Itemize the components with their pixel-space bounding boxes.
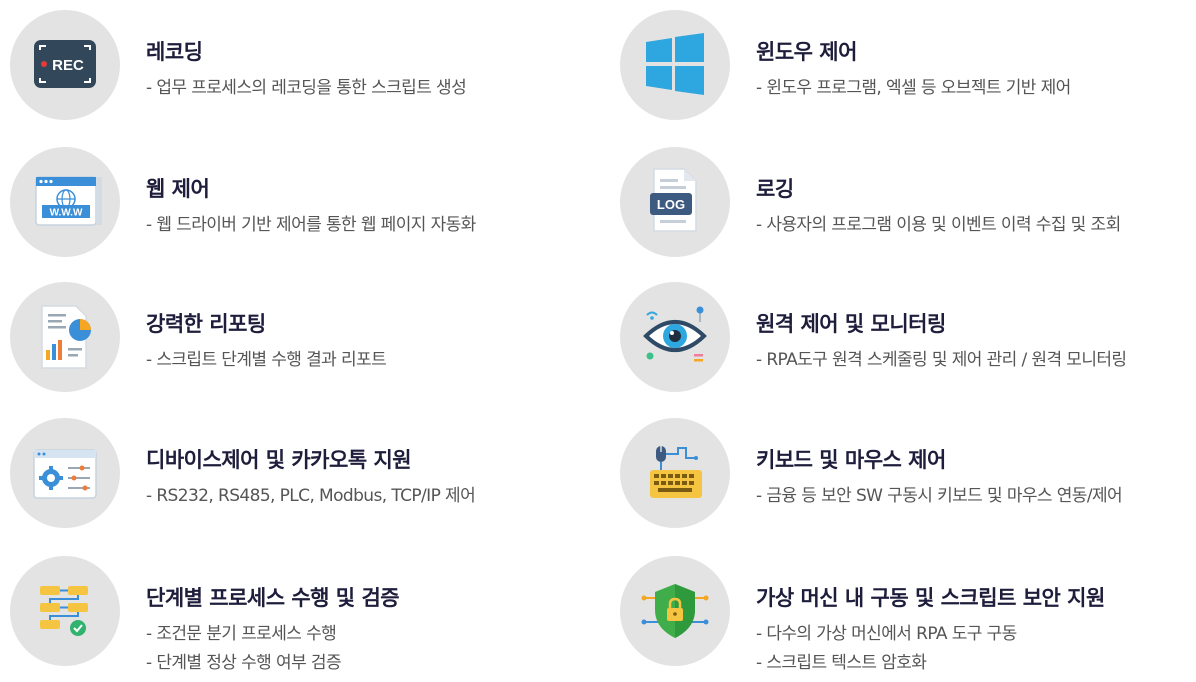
feature-desc: - RS232, RS485, PLC, Modbus, TCP/IP 제어	[146, 482, 476, 511]
device-settings-icon	[10, 418, 120, 528]
feature-title: 키보드 및 마우스 제어	[756, 448, 946, 472]
feature-desc: - 사용자의 프로그램 이용 및 이벤트 이력 수집 및 조회	[756, 211, 1121, 240]
web-icon-text: W.W.W	[50, 208, 83, 219]
feature-desc: - 조건문 분기 프로세스 수행 - 단계별 정상 수행 여부 검증	[146, 620, 342, 678]
rec-icon-text: REC	[52, 57, 84, 74]
feature-logging: LOG 로깅 - 사용자의 프로그램 이용 및 이벤트 이력 수집 및 조회	[620, 147, 1180, 267]
feature-title: 가상 머신 내 구동 및 스크립트 보안 지원	[756, 586, 1105, 610]
feature-title: 로깅	[756, 177, 794, 201]
keyboard-mouse-icon	[620, 418, 730, 528]
feature-web-control: W.W.W 웹 제어 - 웹 드라이버 기반 제어를 통한 웹 페이지 자동화	[10, 147, 570, 267]
feature-desc: - 웹 드라이버 기반 제어를 통한 웹 페이지 자동화	[146, 211, 476, 240]
feature-desc-line: - 스크립트 텍스트 암호화	[756, 653, 927, 673]
rec-icon: REC	[10, 10, 120, 120]
windows-icon	[620, 10, 730, 120]
feature-desc-line: - 웹 드라이버 기반 제어를 통한 웹 페이지 자동화	[146, 215, 476, 235]
eye-monitor-icon	[620, 282, 730, 392]
feature-desc-line: - 스크립트 단계별 수행 결과 리포트	[146, 350, 387, 370]
feature-desc: - 윈도우 프로그램, 엑셀 등 오브젝트 기반 제어	[756, 74, 1071, 103]
feature-desc-line: - 조건문 분기 프로세스 수행	[146, 624, 337, 644]
feature-desc-line: - 금융 등 보안 SW 구동시 키보드 및 마우스 연동/제어	[756, 486, 1123, 506]
feature-desc-line: - 윈도우 프로그램, 엑셀 등 오브젝트 기반 제어	[756, 78, 1071, 98]
feature-desc-line: - RS232, RS485, PLC, Modbus, TCP/IP 제어	[146, 486, 476, 506]
log-file-icon: LOG	[620, 147, 730, 257]
feature-desc-line: - 사용자의 프로그램 이용 및 이벤트 이력 수집 및 조회	[756, 215, 1121, 235]
feature-desc: - RPA도구 원격 스케줄링 및 제어 관리 / 원격 모니터링	[756, 346, 1127, 375]
feature-title: 디바이스제어 및 카카오톡 지원	[146, 448, 412, 472]
feature-keyboard-mouse: 키보드 및 마우스 제어 - 금융 등 보안 SW 구동시 키보드 및 마우스 …	[620, 418, 1180, 538]
web-icon: W.W.W	[10, 147, 120, 257]
feature-desc: - 다수의 가상 머신에서 RPA 도구 구동 - 스크립트 텍스트 암호화	[756, 620, 1017, 678]
feature-title: 원격 제어 및 모니터링	[756, 312, 946, 336]
feature-title: 단계별 프로세스 수행 및 검증	[146, 586, 400, 610]
feature-title: 웹 제어	[146, 177, 210, 201]
feature-desc: - 스크립트 단계별 수행 결과 리포트	[146, 346, 387, 375]
feature-desc-line: - 단계별 정상 수행 여부 검증	[146, 653, 342, 673]
feature-recording: REC 레코딩 - 업무 프로세스의 레코딩을 통한 스크립트 생성	[10, 10, 570, 130]
feature-title: 레코딩	[146, 40, 203, 64]
feature-title: 윈도우 제어	[756, 40, 857, 64]
feature-desc: - 금융 등 보안 SW 구동시 키보드 및 마우스 연동/제어	[756, 482, 1123, 511]
report-icon	[10, 282, 120, 392]
feature-desc-line: - 다수의 가상 머신에서 RPA 도구 구동	[756, 624, 1017, 644]
security-shield-icon	[620, 556, 730, 666]
log-icon-text: LOG	[657, 197, 685, 212]
feature-desc-line: - 업무 프로세스의 레코딩을 통한 스크립트 생성	[146, 78, 467, 98]
feature-window-control: 윈도우 제어 - 윈도우 프로그램, 엑셀 등 오브젝트 기반 제어	[620, 10, 1180, 130]
feature-device-control: 디바이스제어 및 카카오톡 지원 - RS232, RS485, PLC, Mo…	[10, 418, 570, 538]
feature-desc-line: - RPA도구 원격 스케줄링 및 제어 관리 / 원격 모니터링	[756, 350, 1127, 370]
feature-vm-security: 가상 머신 내 구동 및 스크립트 보안 지원 - 다수의 가상 머신에서 RP…	[620, 556, 1180, 676]
feature-process-verification: 단계별 프로세스 수행 및 검증 - 조건문 분기 프로세스 수행 - 단계별 …	[10, 556, 570, 676]
feature-remote-monitoring: 원격 제어 및 모니터링 - RPA도구 원격 스케줄링 및 제어 관리 / 원…	[620, 282, 1180, 402]
feature-reporting: 강력한 리포팅 - 스크립트 단계별 수행 결과 리포트	[10, 282, 570, 402]
feature-desc: - 업무 프로세스의 레코딩을 통한 스크립트 생성	[146, 74, 467, 103]
process-flow-icon	[10, 556, 120, 666]
feature-title: 강력한 리포팅	[146, 312, 266, 336]
